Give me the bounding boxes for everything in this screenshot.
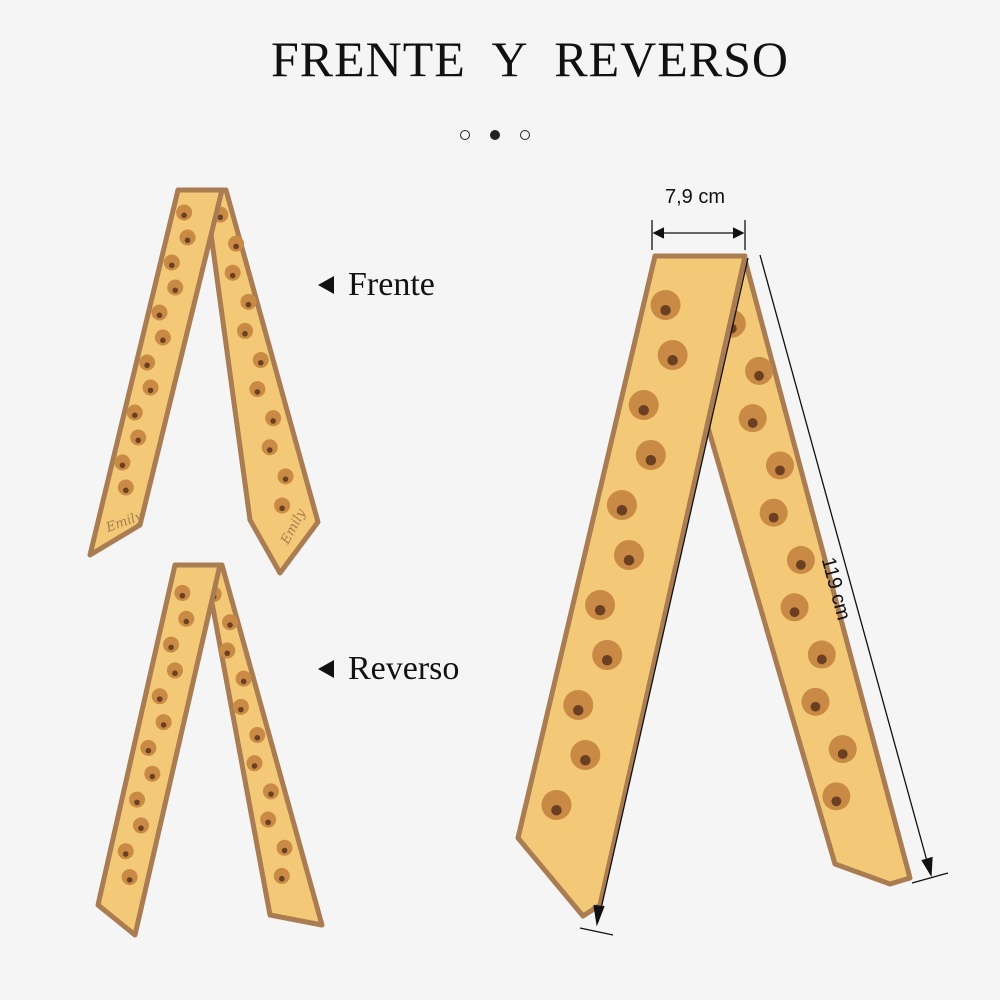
- dimension-lines: [579, 220, 949, 936]
- dog-face-pattern: [828, 735, 857, 764]
- back-label: Reverso: [318, 650, 459, 688]
- carousel-dot[interactable]: [520, 130, 530, 140]
- carousel-dots: [460, 130, 530, 140]
- dog-face-pattern: [780, 593, 809, 622]
- dog-face-pattern: [129, 791, 146, 808]
- dog-face-pattern: [801, 687, 830, 716]
- dog-face-pattern: [163, 636, 180, 653]
- front-label: Frente: [318, 266, 435, 304]
- arrow-left-icon: [318, 660, 334, 678]
- page-title: FRENTE Y REVERSO: [270, 31, 790, 87]
- carousel-dot-active[interactable]: [490, 130, 500, 140]
- dog-face-pattern: [240, 293, 257, 310]
- length-tick-bottom: [911, 872, 949, 884]
- scarf-back-right-strip: [202, 562, 325, 928]
- width-dimension: 7,9 cm: [665, 186, 726, 208]
- back-label-text: Reverso: [348, 650, 460, 687]
- dog-face-pattern: [155, 714, 172, 731]
- width-arrowheads: [652, 227, 745, 239]
- scarf-front-left-strip: [87, 187, 225, 558]
- dog-face-pattern: [228, 235, 245, 252]
- front-label-text: Frente: [348, 266, 435, 303]
- length-line-right: [759, 254, 931, 873]
- dog-face-pattern: [224, 264, 241, 281]
- dog-face-pattern: [786, 546, 815, 574]
- dog-face-pattern: [179, 229, 196, 246]
- dog-face-pattern: [222, 614, 239, 631]
- length-tick-left: [579, 927, 614, 936]
- carousel-dot[interactable]: [460, 130, 470, 140]
- dog-face-pattern: [176, 204, 193, 221]
- scarf-back-left-strip: [95, 562, 223, 938]
- length-line-left: [597, 257, 749, 923]
- arrow-left-icon: [318, 276, 334, 294]
- dog-face-pattern: [121, 869, 138, 886]
